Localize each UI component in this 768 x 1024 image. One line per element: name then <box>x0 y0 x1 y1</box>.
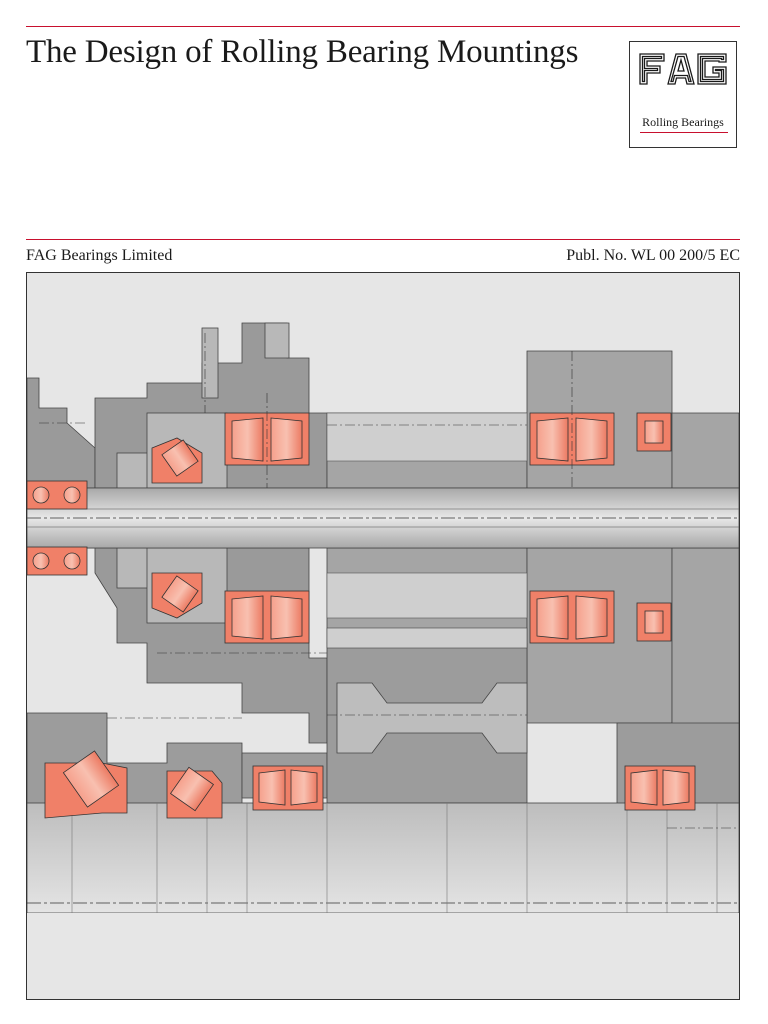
logo-underline <box>640 132 728 133</box>
fag-wordmark-icon <box>639 53 727 85</box>
angular-bearing <box>151 437 203 619</box>
middle-rule <box>26 239 740 240</box>
small-roller-bearing-right <box>636 412 672 642</box>
small-ball-bearing <box>27 480 88 576</box>
page-title: The Design of Rolling Bearing Mountings <box>26 34 579 70</box>
company-name: FAG Bearings Limited <box>26 247 173 264</box>
tapered-roller-bearing <box>44 750 223 819</box>
spherical-roller-bearing-right <box>529 412 615 644</box>
bearing-cross-section-illustration <box>26 272 740 1000</box>
lower-spherical-bearing <box>252 765 696 811</box>
fag-logo: Rolling Bearings <box>629 41 737 148</box>
top-rule <box>26 26 740 27</box>
logo-tagline: Rolling Bearings <box>642 115 724 129</box>
publication-number: Publ. No. WL 00 200/5 EC <box>566 247 740 264</box>
bearing-drawing <box>27 322 739 999</box>
